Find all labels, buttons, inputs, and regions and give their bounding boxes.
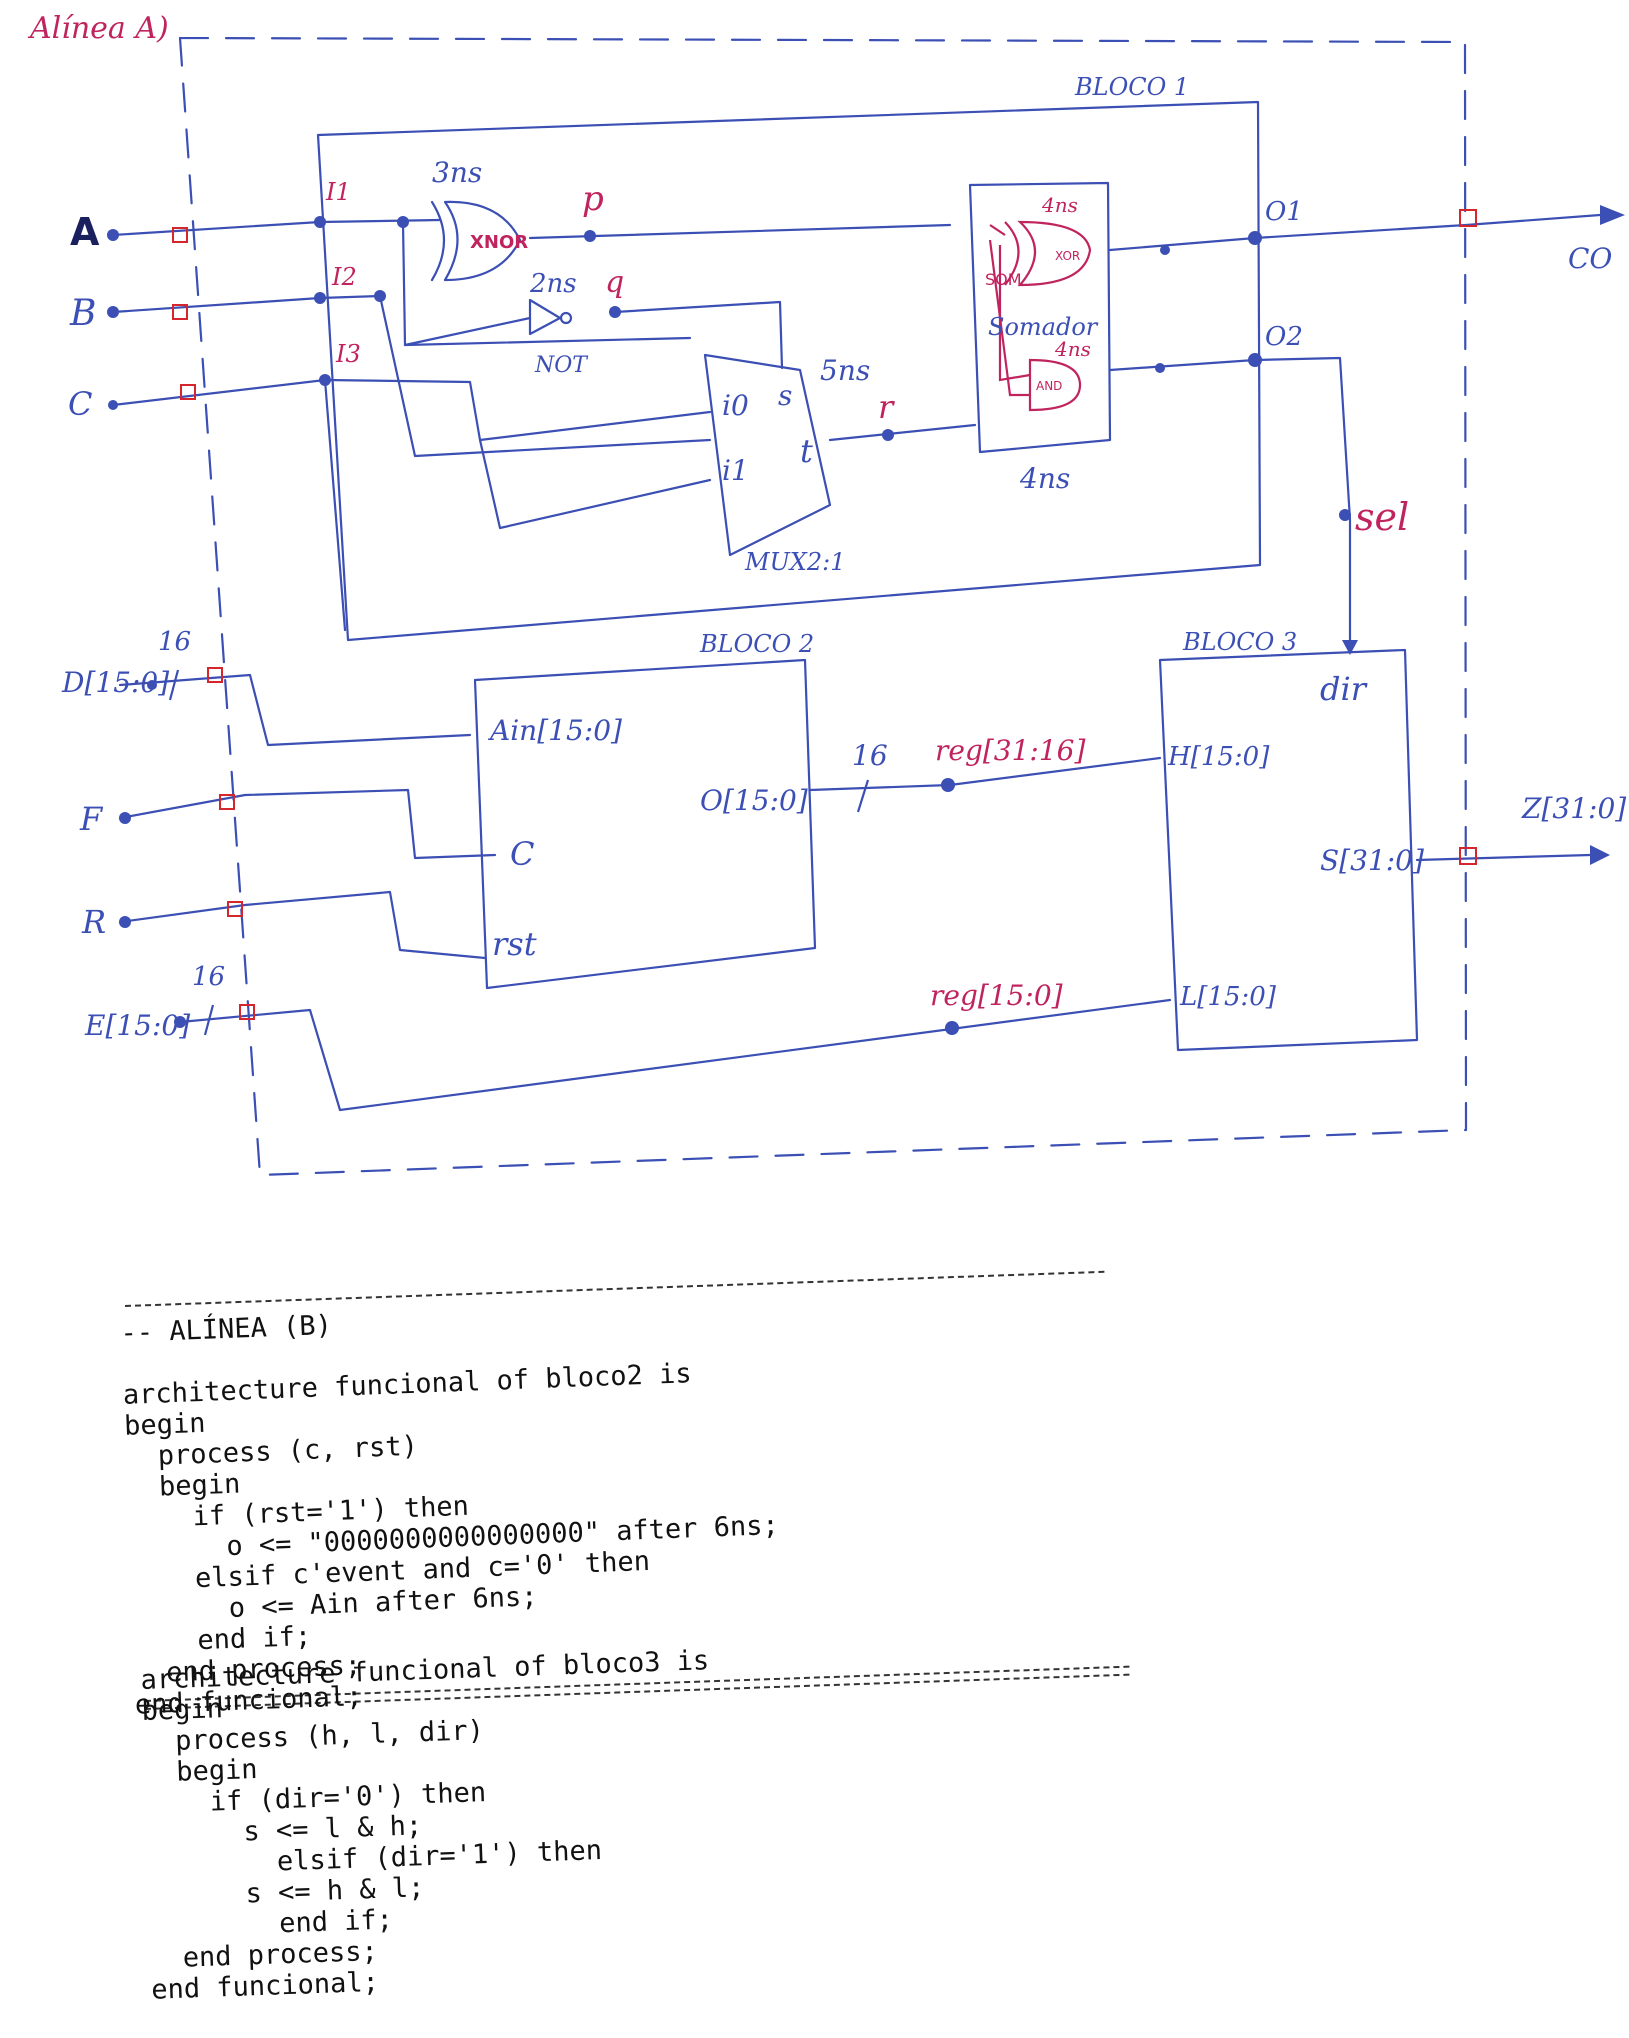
xnor-label: XNOR xyxy=(470,232,528,253)
xnor-delay: 3ns xyxy=(432,156,482,189)
output-z-label: Z[31:0] xyxy=(1521,792,1626,825)
bloco3-port-s: S[31:0] xyxy=(1320,844,1424,877)
and-label: AND xyxy=(1036,379,1062,393)
signal-reg-hi: reg[31:16] xyxy=(935,734,1085,767)
page-heading: Alínea A) xyxy=(27,11,169,46)
bloco2-port-rst: rst xyxy=(492,925,537,963)
bus-width-d: 16 xyxy=(158,627,191,657)
somador-box xyxy=(968,181,1112,454)
wire-b xyxy=(111,294,382,314)
wire-d xyxy=(118,673,472,747)
signal-reg-lo: reg[15:0] xyxy=(930,979,1063,1012)
bloco2-port-o: O[15:0] xyxy=(700,784,808,817)
wire-r xyxy=(828,423,977,442)
port-i3: I3 xyxy=(335,340,361,368)
bus-width-o: 16 xyxy=(852,739,888,772)
wire-o2 xyxy=(1108,356,1352,652)
port-i2: I2 xyxy=(331,263,357,291)
wire-a xyxy=(111,218,442,237)
wire-i2-down xyxy=(378,294,712,458)
input-a-label: A xyxy=(70,210,100,254)
bloco3-box xyxy=(1158,648,1419,1052)
mux-label: MUX2:1 xyxy=(744,548,846,576)
signal-r: r xyxy=(878,388,895,426)
wire-c xyxy=(111,378,712,442)
somador-label: Somador xyxy=(988,313,1099,341)
port-i1: I1 xyxy=(325,178,351,206)
port-o1: O1 xyxy=(1265,197,1303,227)
bloco2-box xyxy=(473,658,817,990)
bloco3-port-dir: dir xyxy=(1320,670,1368,708)
bloco2-port-ain: Ain[15:0] xyxy=(487,714,622,747)
and-delay: 4ns xyxy=(1054,337,1091,361)
input-r-label: R xyxy=(81,903,106,941)
mux-t: t xyxy=(800,432,813,470)
signal-q: q xyxy=(605,265,624,300)
bus-width-e: 16 xyxy=(192,962,225,992)
mux-delay: 5ns xyxy=(820,354,870,387)
not-delay: 2ns xyxy=(529,269,577,299)
input-d-label: D[15:0] xyxy=(61,666,169,699)
mux-i1: i1 xyxy=(722,454,749,487)
not-label: NOT xyxy=(534,353,589,378)
som-label: SOM xyxy=(985,270,1022,289)
bloco2-port-c: C xyxy=(510,835,534,873)
wire-q xyxy=(613,300,784,370)
input-e-label: E[15:0] xyxy=(84,1009,190,1042)
somador-delay: 4ns xyxy=(1019,462,1070,495)
wire-f xyxy=(118,788,497,860)
not-gate xyxy=(528,298,562,336)
input-f-label: F xyxy=(79,800,104,838)
xor-label: XOR xyxy=(1055,249,1080,263)
wire-b-mux-i1 xyxy=(478,438,712,530)
wire-o1 xyxy=(1108,213,1602,252)
xor-delay: 4ns xyxy=(1041,193,1078,217)
signal-p: p xyxy=(582,179,604,219)
mux-gate xyxy=(703,353,832,557)
bloco1-box xyxy=(316,100,1262,642)
bloco3-port-l: L[15:0] xyxy=(1179,982,1277,1012)
bloco3-label: BLOCO 3 xyxy=(1182,628,1297,656)
wire-i3-mux xyxy=(323,378,347,632)
wire-p xyxy=(528,223,952,240)
output-co-label: CO xyxy=(1568,242,1612,275)
input-b-label: B xyxy=(69,293,96,334)
bloco3-port-h: H[15:0] xyxy=(1167,742,1270,772)
bloco1-label: BLOCO 1 xyxy=(1074,73,1189,101)
wire-z xyxy=(1415,853,1592,862)
circuit-diagram: Alínea A) BLOCO 1 BLOCO 2 BLOCO 3 A B C … xyxy=(27,11,1626,1177)
bloco2-label: BLOCO 2 xyxy=(699,630,814,658)
input-c-label: C xyxy=(68,385,92,423)
mux-s: s xyxy=(778,379,792,412)
port-o2: O2 xyxy=(1265,322,1303,352)
wire-e xyxy=(178,998,1172,1112)
mux-i0: i0 xyxy=(722,389,749,422)
signal-sel: sel xyxy=(1355,495,1409,539)
wire-r-in xyxy=(118,890,487,960)
xnor-gate xyxy=(443,200,522,282)
